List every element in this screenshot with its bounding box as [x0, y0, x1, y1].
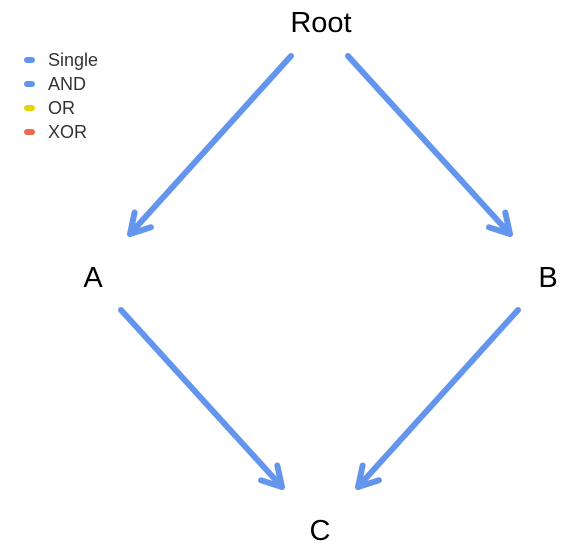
legend-item-and: AND — [22, 72, 132, 96]
node-c: C — [310, 515, 331, 547]
legend-item-single: Single — [22, 48, 132, 72]
edges-layer — [118, 53, 521, 490]
edge-root-to-a — [127, 53, 294, 237]
node-b: B — [538, 262, 557, 294]
arrowhead-root-to-a — [127, 209, 154, 237]
edge-a-to-c — [118, 307, 285, 490]
arrowhead-a-to-c — [258, 462, 285, 490]
legend-item-xor: XOR — [22, 120, 132, 144]
edge-root-to-b — [345, 53, 513, 237]
legend-label-and: AND — [48, 74, 87, 94]
edge-line-a-to-c — [118, 307, 285, 490]
arrowhead-b-to-c — [355, 462, 382, 490]
legend-swatch-single — [24, 57, 35, 63]
legend-swatch-or — [24, 105, 35, 111]
node-a: A — [83, 262, 103, 294]
legend-swatch-and — [24, 81, 35, 87]
legend-label-single: Single — [48, 50, 99, 70]
edge-line-root-to-b — [345, 53, 513, 237]
legend-label-or: OR — [48, 98, 75, 118]
arrowhead-root-to-b — [486, 209, 513, 237]
edge-line-root-to-a — [127, 53, 294, 237]
node-root: Root — [290, 7, 351, 39]
legend-label-xor: XOR — [48, 122, 88, 142]
legend: Single AND OR XOR — [22, 48, 132, 144]
edge-b-to-c — [355, 307, 521, 490]
legend-item-or: OR — [22, 96, 132, 120]
legend-swatch-xor — [24, 129, 35, 135]
edge-line-b-to-c — [355, 307, 521, 490]
